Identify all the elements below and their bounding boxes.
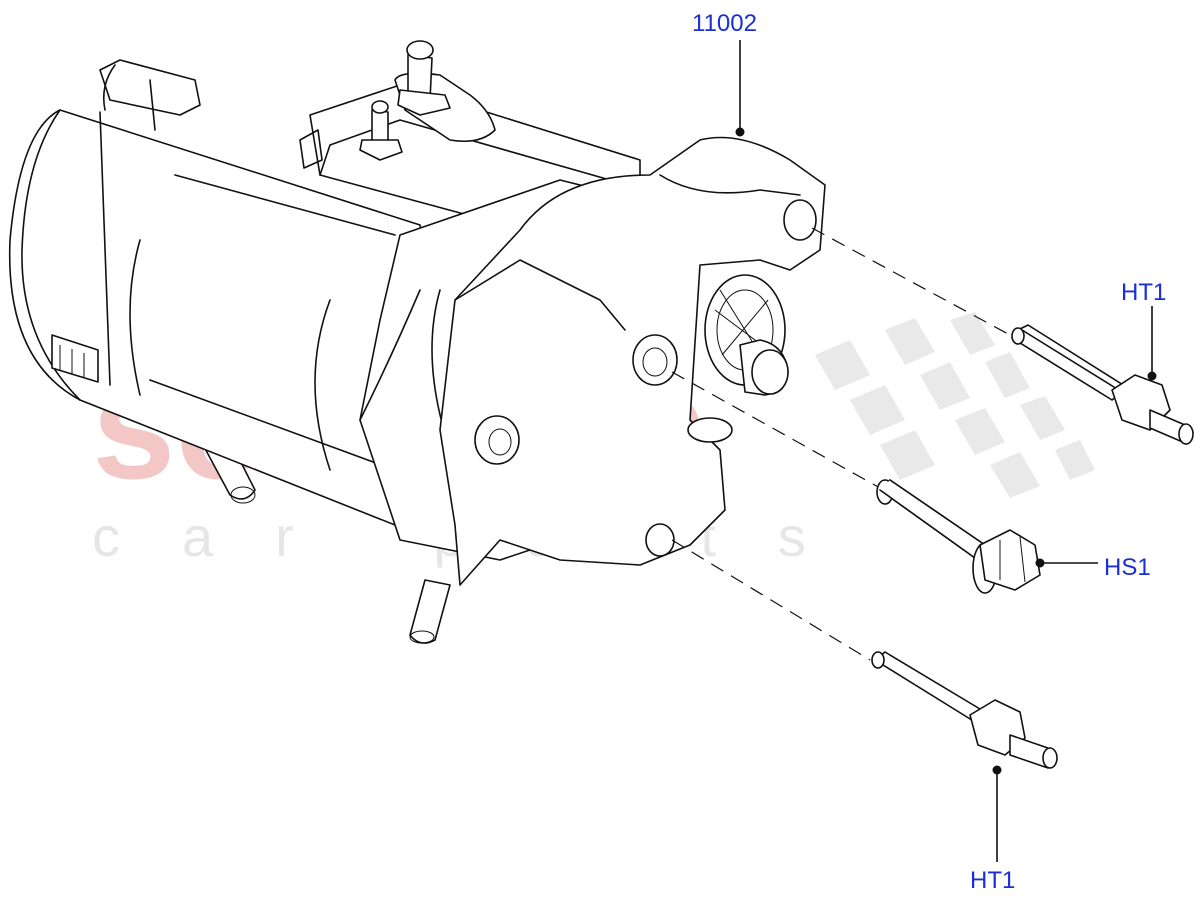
checkered-flag-watermark: [815, 312, 1095, 498]
bolt-ht1-top: [1011, 324, 1194, 445]
callout-ht1-top[interactable]: HT1: [1121, 279, 1166, 306]
alignment-lines: [671, 227, 1011, 661]
leader-lines: [735, 40, 1157, 862]
starter-motor-drawing: [8, 40, 826, 644]
bolt-hs1-middle: [876, 479, 1041, 594]
callout-11002[interactable]: 11002: [692, 10, 757, 37]
callout-ht1-bottom[interactable]: HT1: [970, 867, 1015, 894]
bolt-ht1-bottom: [871, 651, 1058, 769]
callout-hs1[interactable]: HS1: [1104, 554, 1151, 581]
